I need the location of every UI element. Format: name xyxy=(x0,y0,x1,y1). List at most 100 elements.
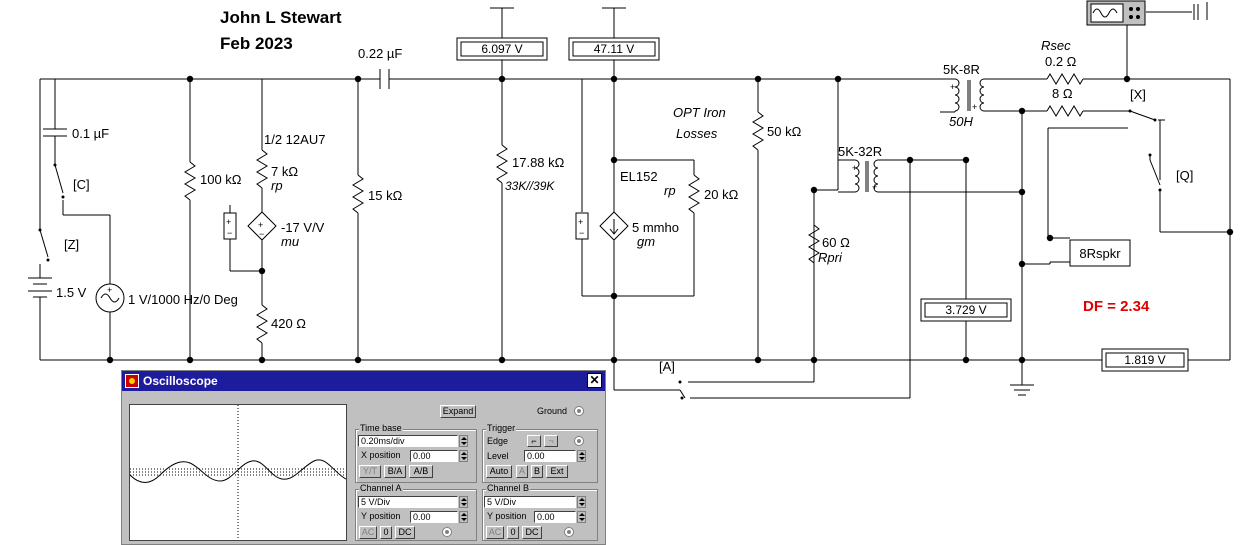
oscilloscope-app-icon xyxy=(125,374,139,388)
label-gm-value: 5 mmho xyxy=(632,220,679,235)
label-r20k: 20 kΩ xyxy=(704,187,739,202)
label-r1788: 17.88 kΩ xyxy=(512,155,565,170)
svg-text:+: + xyxy=(226,217,231,227)
trigger-auto-button[interactable]: Auto xyxy=(486,465,512,478)
time-base-field[interactable]: 0.20ms/div xyxy=(358,435,458,447)
label-battery: 1.5 V xyxy=(56,285,87,300)
edge-radio[interactable] xyxy=(574,436,584,446)
mode-ab-button[interactable]: A/B xyxy=(409,465,433,478)
label-switch-a: [A] xyxy=(659,359,675,374)
author-date: Feb 2023 xyxy=(220,34,293,53)
svg-text:+: + xyxy=(852,163,857,173)
channel-a-ypos-spinner[interactable] xyxy=(459,511,468,523)
label-rsec: Rsec xyxy=(1041,38,1071,53)
author-name: John L Stewart xyxy=(220,8,342,27)
channel-a-ypos-field[interactable]: 0.00 xyxy=(410,511,458,523)
label-opt-1: OPT Iron xyxy=(673,105,726,120)
trigger-a-button[interactable]: A xyxy=(516,465,528,478)
channel-b-ypos-spinner[interactable] xyxy=(577,511,586,523)
label-t2: 5K-32R xyxy=(838,144,882,159)
label-speaker: 8Rspkr xyxy=(1079,246,1121,261)
label-t1: 5K-8R xyxy=(943,62,980,77)
channel-a-ypos-label: Y position xyxy=(361,511,401,521)
voltmeter-3: 3.729 V xyxy=(920,298,1012,322)
svg-text:+: + xyxy=(950,82,955,92)
channel-b-ypos-field[interactable]: 0.00 xyxy=(534,511,576,523)
label-switch-x: [X] xyxy=(1130,87,1146,102)
channel-a-ac-button[interactable]: AC xyxy=(359,526,377,539)
voltmeter-3-reading: 3.729 V xyxy=(945,303,986,317)
svg-text:−: − xyxy=(259,229,264,239)
trigger-ext-button[interactable]: Ext xyxy=(546,465,568,478)
channel-b-radio[interactable] xyxy=(564,527,574,537)
voltmeter-1-reading: 6.097 V xyxy=(481,42,522,56)
channel-b-dc-button[interactable]: DC xyxy=(522,526,542,539)
expand-button[interactable]: Expand xyxy=(440,405,476,418)
ground-label: Ground xyxy=(537,406,568,416)
voltmeter-2-reading: 47.11 V xyxy=(594,42,634,56)
channel-b-zero-button[interactable]: 0 xyxy=(507,526,519,539)
channel-a-scale-field[interactable]: 5 V/Div xyxy=(358,496,458,508)
label-r7k: 7 kΩ xyxy=(271,164,298,179)
oscilloscope-window[interactable]: Oscilloscope ✕ Expand Ground Time base 0… xyxy=(121,370,606,545)
channel-a-label: Channel A xyxy=(359,483,403,493)
channel-b-ac-button[interactable]: AC xyxy=(486,526,504,539)
label-cap-coupling: 0.22 µF xyxy=(358,46,402,61)
x-position-field[interactable]: 0.00 xyxy=(410,450,458,462)
close-button[interactable]: ✕ xyxy=(587,373,602,388)
time-base-spinner[interactable] xyxy=(459,435,468,447)
svg-text:−: − xyxy=(579,228,584,238)
channel-a-group xyxy=(355,489,477,541)
label-r420: 420 Ω xyxy=(271,316,306,331)
label-rp2: rp xyxy=(664,183,676,198)
voltmeter-4: 1.819 V xyxy=(1101,348,1189,372)
channel-b-scale-spinner[interactable] xyxy=(577,496,586,508)
label-cap-c: 0.1 µF xyxy=(72,126,109,141)
label-opt-2: Losses xyxy=(676,126,718,141)
voltmeter-2: 47.11 V xyxy=(568,37,660,61)
label-el152: EL152 xyxy=(620,169,658,184)
svg-text:+: + xyxy=(972,102,977,112)
svg-text:−: − xyxy=(227,228,232,238)
channel-a-dc-button[interactable]: DC xyxy=(395,526,415,539)
label-mu: mu xyxy=(281,234,299,249)
label-r15k: 15 kΩ xyxy=(368,188,403,203)
oscilloscope-screen xyxy=(129,404,347,541)
waveform-trace xyxy=(130,459,346,483)
edge-rising-button[interactable]: ⌐ xyxy=(527,435,541,447)
label-r1788-note: 33K//39K xyxy=(505,179,555,193)
channel-a-radio[interactable] xyxy=(442,527,452,537)
channel-b-scale-field[interactable]: 5 V/Div xyxy=(484,496,576,508)
svg-text:+: + xyxy=(872,182,877,192)
oscilloscope-instrument-icon[interactable] xyxy=(1086,0,1146,26)
channel-a-zero-button[interactable]: 0 xyxy=(380,526,392,539)
trigger-b-button[interactable]: B xyxy=(531,465,543,478)
oscilloscope-title: Oscilloscope xyxy=(143,374,218,388)
trigger-group xyxy=(482,429,598,483)
mode-ba-button[interactable]: B/A xyxy=(384,465,406,478)
x-position-spinner[interactable] xyxy=(459,450,468,462)
oscilloscope-titlebar[interactable]: Oscilloscope ✕ xyxy=(122,371,605,391)
trigger-level-field[interactable]: 0.00 xyxy=(524,450,576,462)
time-base-group xyxy=(355,429,477,483)
channel-a-scale-spinner[interactable] xyxy=(459,496,468,508)
level-label: Level xyxy=(487,451,509,461)
trigger-level-spinner[interactable] xyxy=(577,450,586,462)
label-t1-inductance: 50H xyxy=(949,114,973,129)
edge-label: Edge xyxy=(487,436,509,446)
label-r100k: 100 kΩ xyxy=(200,172,242,187)
x-position-label: X position xyxy=(361,450,401,460)
label-switch-z: [Z] xyxy=(64,237,79,252)
trigger-label: Trigger xyxy=(486,423,517,433)
svg-text:+: + xyxy=(258,220,263,230)
label-switch-q: [Q] xyxy=(1176,168,1193,183)
voltmeter-1: 6.097 V xyxy=(456,37,548,61)
label-rpri: Rpri xyxy=(818,250,843,265)
damping-factor: DF = 2.34 xyxy=(1083,298,1150,315)
label-source: 1 V/1000 Hz/0 Deg xyxy=(128,292,238,307)
channel-b-ypos-label: Y position xyxy=(487,511,527,521)
mode-yt-button[interactable]: Y/T xyxy=(359,465,381,478)
ground-radio[interactable] xyxy=(574,406,584,416)
edge-falling-button[interactable]: ¬ xyxy=(544,435,558,447)
label-gm: gm xyxy=(637,234,655,249)
